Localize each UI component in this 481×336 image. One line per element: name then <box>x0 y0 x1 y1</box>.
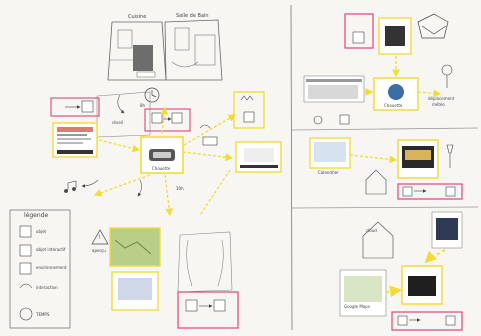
projector-card <box>398 140 438 178</box>
small-object <box>200 125 217 145</box>
note-time-10h: 10h <box>176 186 184 191</box>
person-icon-right <box>442 65 452 88</box>
legend-item-interaction: interaction <box>36 285 58 290</box>
note-marker: ! <box>98 234 100 241</box>
clock-icon <box>145 88 159 102</box>
envelope-icon <box>418 14 448 38</box>
label-kitchen: Cuisine <box>128 14 146 20</box>
note-calendar: Calendrier <box>318 170 339 175</box>
room-kitchen <box>108 22 166 80</box>
note-time-8h: 8h <box>140 103 145 108</box>
note-travel: déplacement <box>428 96 454 101</box>
chart-card-right <box>304 76 364 102</box>
label-hub-center: Chouette <box>152 166 170 171</box>
lamp-icon <box>447 145 453 168</box>
map-card-right <box>340 270 386 316</box>
label-bathroom: Salle de Bain <box>176 13 209 19</box>
legend-item-time: TEMPS <box>36 312 49 317</box>
map-card <box>110 228 160 310</box>
flow-arrows-right-mid <box>350 155 396 160</box>
label-hub-right: Chouette <box>384 103 402 108</box>
device-card-right-top <box>379 18 411 54</box>
object-box-right-mid <box>398 184 462 199</box>
tablet-card <box>402 266 442 304</box>
note-maps: Google Maps <box>344 304 370 309</box>
music-notes-icon <box>64 181 76 193</box>
curtains-sketch <box>178 232 232 292</box>
object-box-right-top <box>345 14 373 48</box>
object-box-top <box>145 109 190 131</box>
house-sketch <box>97 92 150 137</box>
room-bathroom <box>165 20 222 80</box>
calendar-card <box>310 138 350 168</box>
legend-item-interactive: objet interactif <box>36 247 65 252</box>
legend-title: légende <box>24 212 48 219</box>
note-preview: aperçu <box>92 248 106 253</box>
house-icon-right <box>366 170 386 194</box>
document-card-left <box>53 123 97 157</box>
note-weather: météo <box>432 102 445 107</box>
note-cloud: cloud <box>366 228 377 233</box>
note-wake: réveil <box>112 120 123 125</box>
tv-card <box>432 212 462 248</box>
interaction-card-right <box>234 92 264 128</box>
object-box-right-bottom <box>392 312 462 330</box>
time-marker-right <box>314 115 349 124</box>
object-box-bottom <box>178 292 238 328</box>
document-card-right <box>236 142 281 172</box>
object-box-left <box>51 98 99 116</box>
legend-item-object: objet <box>36 229 46 234</box>
legend-item-environment: environnement <box>36 265 66 270</box>
